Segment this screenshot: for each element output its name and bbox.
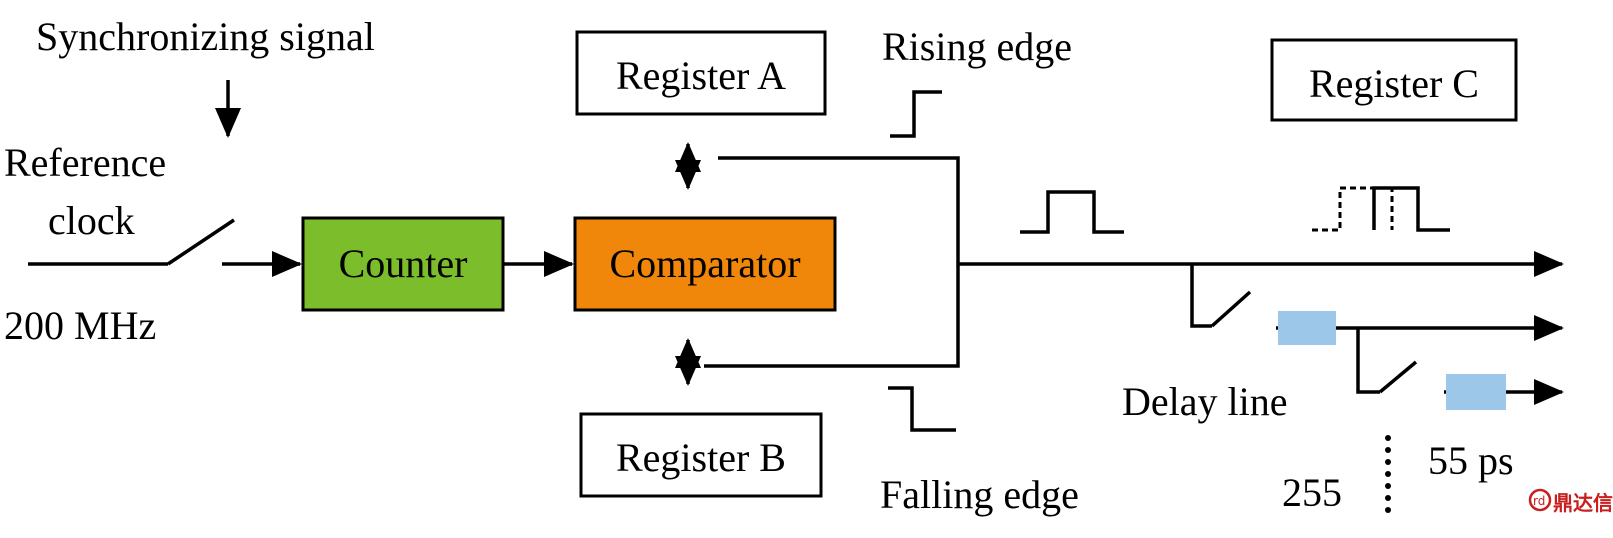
tap-count-label: 255 (1282, 470, 1342, 515)
comparator-block (573, 216, 837, 312)
watermark-logo: rd (1528, 488, 1552, 512)
delayed-pulse-symbol (1372, 186, 1450, 232)
delay-element-1 (1278, 311, 1336, 345)
sync-signal-label: Synchronizing signal (36, 14, 375, 59)
register-b-block (579, 412, 823, 498)
delay-tap-2-drop (1356, 328, 1380, 394)
register-c-block (1270, 38, 1518, 122)
counter-block (301, 216, 505, 312)
register-b-label: Register B (616, 435, 786, 480)
register-a-block (575, 30, 827, 116)
rising-edge-label: Rising edge (882, 24, 1072, 69)
svg-text:rd: rd (1533, 494, 1545, 508)
delay-step-label: 55 ps (1428, 438, 1514, 483)
sync-switch (167, 218, 235, 266)
delay-switch-2 (1378, 360, 1418, 394)
comparator-label: Comparator (609, 241, 800, 286)
delay-switch-1 (1210, 290, 1252, 328)
delay-element-2 (1446, 374, 1506, 410)
falling-edge-label: Falling edge (880, 472, 1079, 517)
delay-tap-1-drop (1190, 264, 1212, 328)
pulse-symbol (1020, 190, 1124, 234)
delay-line-label: Delay line (1122, 379, 1288, 424)
original-pulse-dashed (1312, 186, 1394, 232)
falling-edge-symbol (888, 386, 956, 432)
counter-label: Counter (339, 241, 468, 286)
watermark-text: 鼎达信 (1553, 491, 1613, 515)
feedback-path (704, 156, 960, 368)
vertical-ellipsis (1385, 435, 1391, 513)
register-c-label: Register C (1309, 61, 1479, 106)
frequency-label: 200 MHz (4, 303, 156, 348)
reference-clock-label-line2: clock (48, 198, 135, 243)
register-a-label: Register A (616, 53, 786, 98)
reference-clock-label-line1: Reference (4, 140, 166, 185)
rising-edge-symbol (890, 90, 942, 138)
